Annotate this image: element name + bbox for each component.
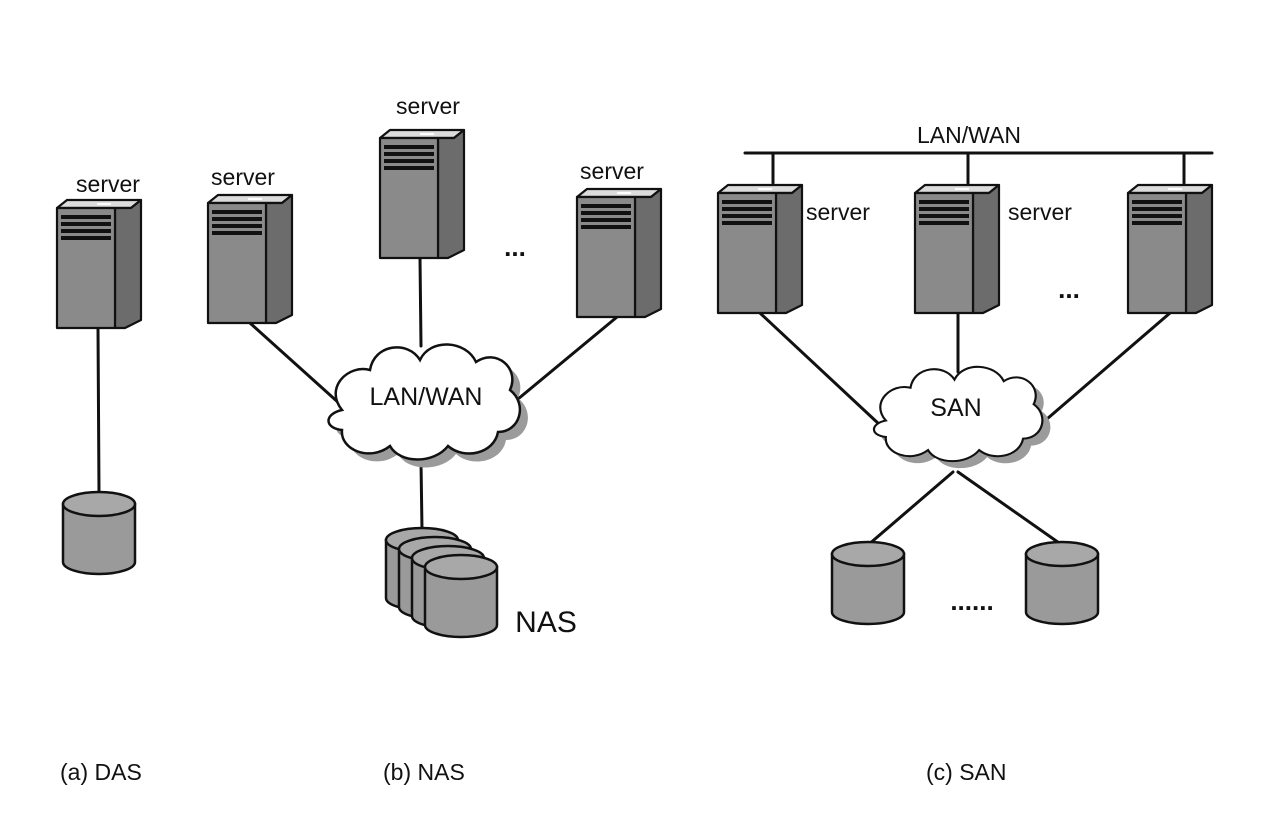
san-server-label-left: server: [806, 199, 870, 225]
nas-server-ellipsis: ...: [504, 232, 526, 262]
nas-network-label: LAN/WAN: [370, 383, 483, 411]
san-server-icon-right: [1126, 183, 1214, 315]
nas-server-label-right: server: [580, 158, 644, 184]
nas-server-label-left: server: [211, 164, 275, 190]
das-link: [96, 326, 101, 494]
san-link-disk-left: [866, 470, 955, 547]
das-server-label: server: [76, 171, 140, 197]
das-disk-icon: [61, 490, 137, 576]
das-server-icon: [55, 198, 143, 330]
nas-server-icon-center: [378, 128, 466, 260]
nas-disk-array-icon: [384, 526, 499, 639]
nas-link-right: [510, 315, 619, 406]
nas-server-icon-left: [206, 193, 294, 325]
das-section: server (a) DAS: [55, 171, 143, 785]
san-server-label-center: server: [1008, 199, 1072, 225]
san-link-right: [1038, 311, 1172, 427]
san-caption: (c) SAN: [926, 759, 1007, 785]
nas-link-storage: [419, 460, 424, 532]
san-server-ellipsis: ...: [1058, 274, 1080, 304]
san-bus-label: LAN/WAN: [917, 122, 1021, 148]
san-server-icon-center: [913, 183, 1001, 315]
san-link-disk-right: [956, 470, 1064, 547]
nas-server-icon-right: [575, 187, 663, 319]
nas-server-label-center: server: [396, 93, 460, 119]
san-disk-ellipsis: ......: [950, 586, 993, 616]
das-caption: (a) DAS: [60, 759, 142, 785]
san-section: LAN/WAN server server ... SAN ...... (c)…: [716, 122, 1214, 785]
san-server-icon-left: [716, 183, 804, 315]
san-link-left: [758, 311, 882, 427]
nas-link-left: [248, 321, 342, 406]
nas-caption: (b) NAS: [383, 759, 465, 785]
san-network-label: SAN: [930, 394, 981, 422]
san-disk-icon-left: [830, 540, 906, 626]
nas-link-center: [418, 256, 423, 348]
nas-section: server server server ... LAN/WAN NAS (b)…: [206, 93, 663, 785]
san-disk-icon-right: [1024, 540, 1100, 626]
nas-storage-label: NAS: [515, 606, 577, 639]
